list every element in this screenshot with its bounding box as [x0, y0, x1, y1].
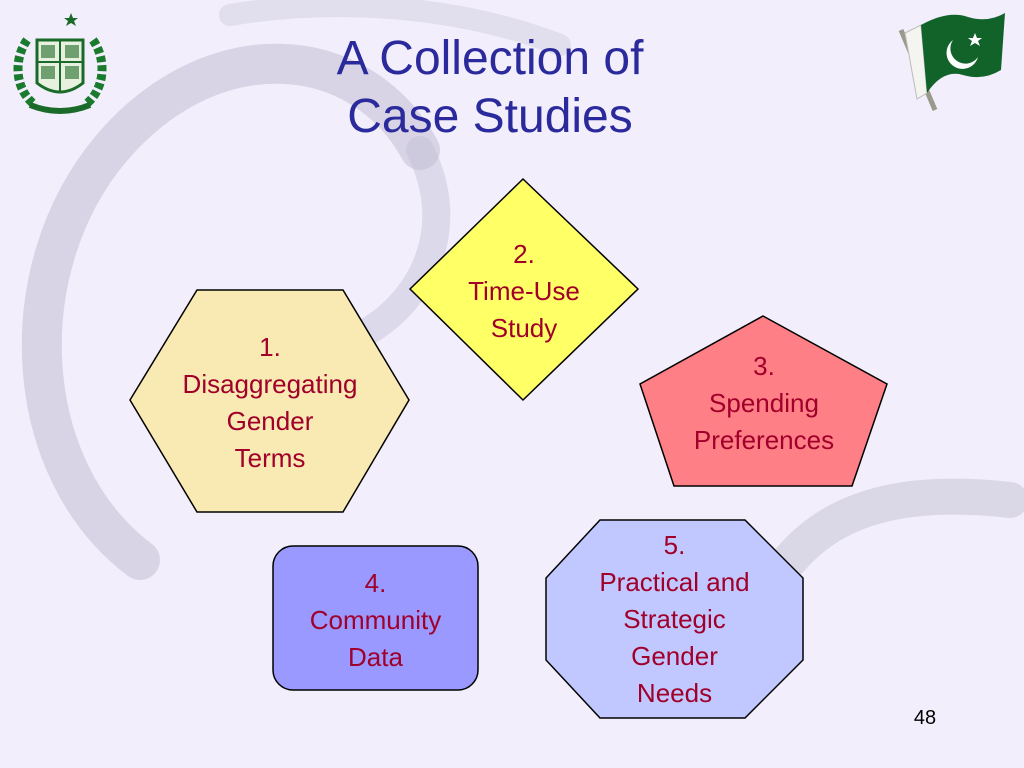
pentagon-shape-spending [639, 315, 888, 487]
slide-title: A Collection of Case Studies [240, 30, 740, 146]
title-line-1: A Collection of [336, 32, 644, 85]
label-spending-preferences: 3. Spending Preferences [693, 351, 835, 455]
pakistan-flag-icon [898, 13, 1005, 111]
octagon-shape-gender-needs [545, 519, 804, 719]
label-time-use-study: 2. Time-Use Study [468, 239, 580, 343]
government-emblem-icon [13, 13, 107, 114]
label-community-data: 4. Community Data [309, 568, 442, 672]
page-number: 48 [913, 707, 937, 729]
label-disaggregating-gender-terms: 1. Disaggregating Gender Terms [182, 332, 358, 473]
title-line-2: Case Studies [347, 90, 633, 143]
hexagon-shape-disaggregating [129, 289, 410, 513]
diamond-shape-time-use [408, 177, 640, 402]
rounded-rect-shape-community [272, 545, 479, 691]
label-practical-strategic-gender-needs: 5. Practical and Strategic Gender Needs [599, 530, 750, 708]
